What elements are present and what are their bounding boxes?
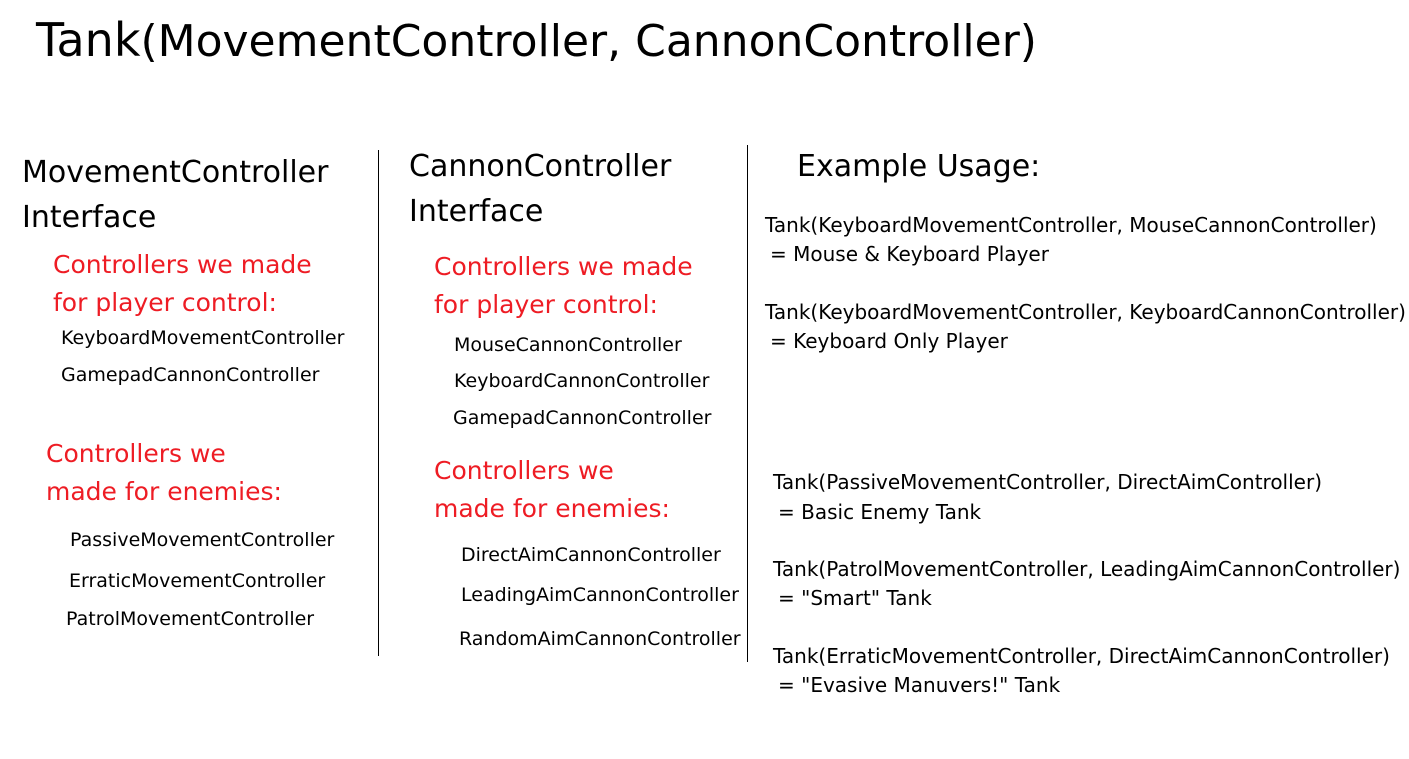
movement-enemy-label-line1: Controllers we [46,439,226,468]
cannon-enemy-label-line2: made for enemies: [434,494,670,523]
cannon-enemy-item: DirectAimCannonController [461,544,721,566]
cannon-player-label-line2: for player control: [434,290,658,319]
examples-heading: Example Usage: [797,149,1041,184]
column-divider-right [747,145,748,662]
column-divider-left [378,150,379,656]
example-result: = "Smart" Tank [778,586,932,610]
cannon-player-item: KeyboardCannonController [454,370,710,392]
movement-player-label-line2: for player control: [53,288,277,317]
movement-enemy-item: ErraticMovementController [69,570,326,592]
movement-player-item: GamepadCannonController [61,364,320,386]
diagram-title: Tank(MovementController, CannonControlle… [36,10,1037,72]
title-arguments: (MovementController, CannonController) [140,16,1037,67]
cannon-enemy-label-line1: Controllers we [434,456,614,485]
example-result: = Keyboard Only Player [770,329,1008,353]
movement-heading-line2: Interface [22,200,157,235]
title-class-name: Tank [36,13,141,67]
example-code: Tank(KeyboardMovementController, Keyboar… [765,300,1406,324]
example-code: Tank(PatrolMovementController, LeadingAi… [773,557,1401,581]
cannon-enemy-item: LeadingAimCannonController [461,584,739,606]
cannon-heading-line2: Interface [409,194,544,229]
movement-enemy-item: PatrolMovementController [66,608,315,630]
example-result: = Mouse & Keyboard Player [770,242,1049,266]
example-result: = Basic Enemy Tank [778,500,982,524]
example-result: = "Evasive Manuvers!" Tank [778,673,1061,697]
example-code: Tank(ErraticMovementController, DirectAi… [773,644,1390,668]
movement-player-item: KeyboardMovementController [61,327,345,349]
movement-enemy-item: PassiveMovementController [70,529,335,551]
example-code: Tank(PassiveMovementController, DirectAi… [773,470,1322,494]
cannon-enemy-item: RandomAimCannonController [459,628,741,650]
example-code: Tank(KeyboardMovementController, MouseCa… [765,213,1377,237]
movement-heading-line1: MovementController [22,155,329,190]
cannon-player-item: GamepadCannonController [453,407,712,429]
movement-player-label-line1: Controllers we made [53,250,312,279]
cannon-heading-line1: CannonController [409,149,672,184]
movement-enemy-label-line2: made for enemies: [46,477,282,506]
cannon-player-label-line1: Controllers we made [434,252,693,281]
cannon-player-item: MouseCannonController [454,334,682,356]
